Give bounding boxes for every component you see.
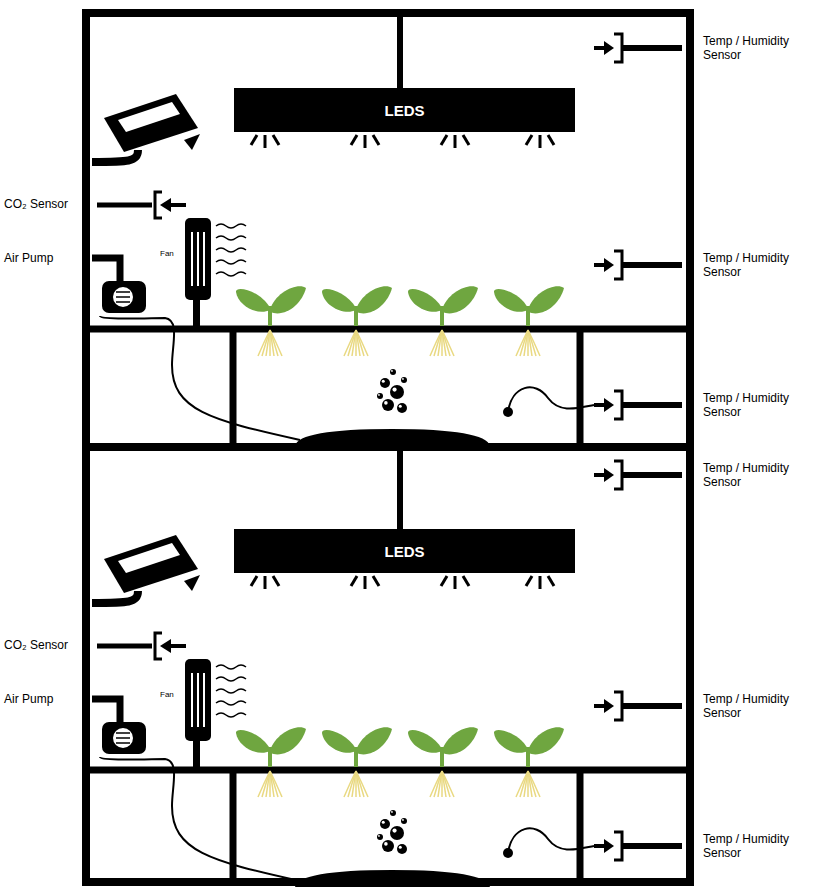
fan-icon (185, 218, 246, 329)
camera-icon (92, 535, 200, 603)
air-pump-icon (92, 258, 300, 440)
co2-sensor (97, 633, 186, 659)
sensor-label: Temp / Humidity Sensor (703, 391, 811, 419)
led-bar: LEDS (234, 529, 575, 573)
part-label: Air Pump (4, 692, 90, 706)
co2-sensor (97, 192, 186, 218)
sensor-label: Temp / Humidity Sensor (703, 251, 811, 279)
cabinet-outline (86, 13, 690, 882)
air-pump-icon (92, 699, 300, 881)
temp-humidity-sensor (594, 692, 682, 720)
plant-seedling (236, 286, 306, 356)
temp-humidity-sensor (594, 832, 682, 860)
sensor-label: Temp / Humidity Sensor (703, 692, 811, 720)
temp-humidity-sensor (594, 34, 682, 62)
plant-seedling (408, 286, 478, 356)
plant-seedling (322, 727, 392, 797)
temp-humidity-sensor (594, 461, 682, 489)
plant-seedling (408, 727, 478, 797)
plant-seedling (494, 727, 564, 797)
water-probe (503, 828, 594, 858)
sensor-label: CO₂ Sensor (4, 197, 94, 211)
grow-unit (86, 447, 690, 887)
led-label: LEDS (384, 102, 424, 119)
plant-seedling (236, 727, 306, 797)
grow-unit (86, 14, 690, 446)
air-stone (295, 369, 490, 446)
led-label: LEDS (384, 543, 424, 560)
air-stone (295, 810, 490, 887)
cabinet-frame (86, 13, 690, 882)
temp-humidity-sensor (594, 251, 682, 279)
plant-seedling (322, 286, 392, 356)
camera-icon (92, 94, 200, 162)
part-label: Fan (160, 249, 182, 259)
sensor-label: CO₂ Sensor (4, 638, 94, 652)
sensor-label: Temp / Humidity Sensor (703, 461, 811, 489)
part-label: Fan (160, 690, 182, 700)
water-probe (503, 387, 594, 417)
part-label: Air Pump (4, 251, 90, 265)
sensor-label: Temp / Humidity Sensor (703, 34, 811, 62)
sensor-label: Temp / Humidity Sensor (703, 832, 811, 860)
temp-humidity-sensor (594, 391, 682, 419)
led-bar: LEDS (234, 88, 575, 132)
plant-seedling (494, 286, 564, 356)
fan-icon (185, 659, 246, 770)
